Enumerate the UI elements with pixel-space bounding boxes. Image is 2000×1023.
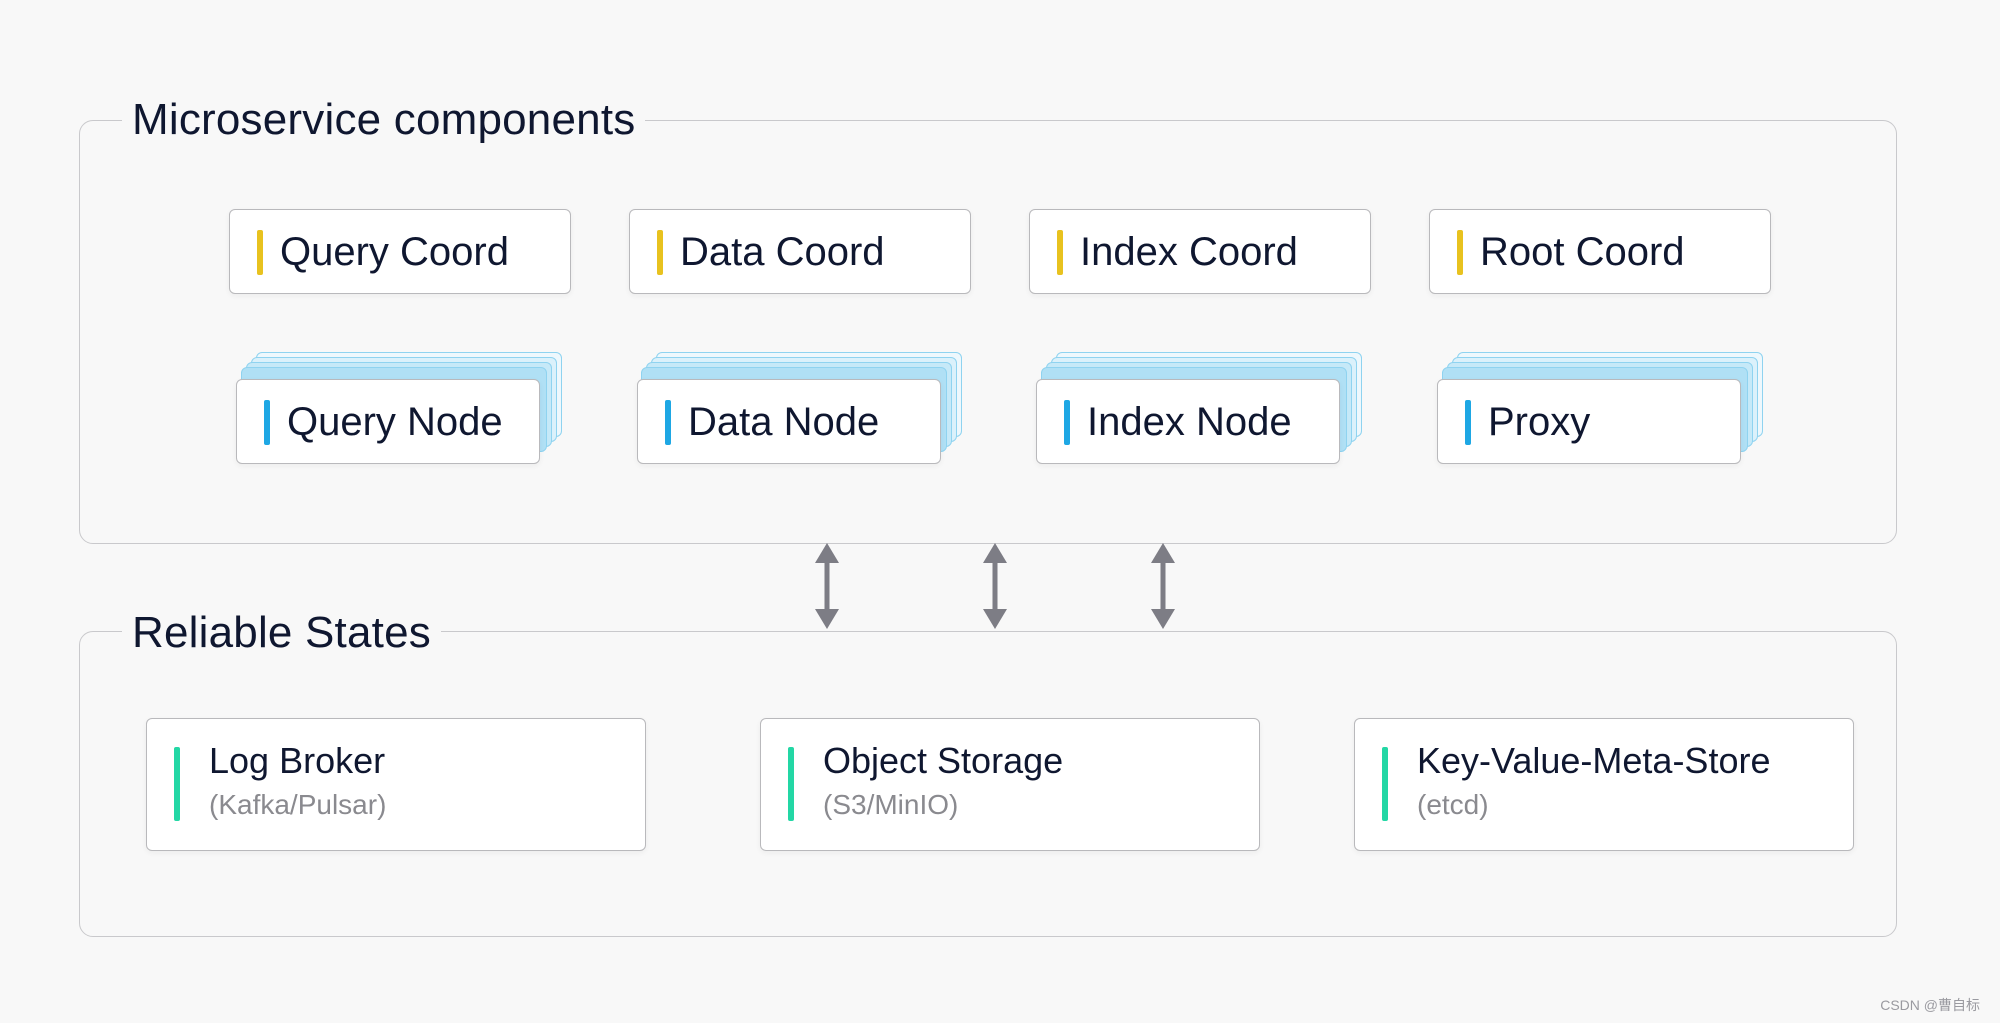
log-broker-title: Log Broker <box>209 740 386 781</box>
data-coord-label: Data Coord <box>680 230 885 274</box>
key-value-meta-store-title: Key-Value-Meta-Store <box>1417 740 1771 781</box>
data-node-card: Data Node <box>637 379 941 464</box>
log-broker-card: Log Broker (Kafka/Pulsar) <box>146 718 646 851</box>
reliable-states-group <box>79 631 1897 937</box>
index-coord-label: Index Coord <box>1080 230 1298 274</box>
root-coord-card: Root Coord <box>1429 209 1771 294</box>
coord-accent-bar <box>1457 230 1463 275</box>
bidirectional-arrow <box>983 543 1007 629</box>
node-accent-bar <box>1064 400 1070 445</box>
state-accent-bar <box>1382 747 1388 821</box>
object-storage-card: Object Storage (S3/MinIO) <box>760 718 1260 851</box>
microservice-components-title: Microservice components <box>122 93 646 147</box>
coord-accent-bar <box>657 230 663 275</box>
state-accent-bar <box>174 747 180 821</box>
microservice-components-group <box>79 120 1897 544</box>
watermark: CSDN @曹自标 <box>1880 997 1980 1013</box>
proxy-label: Proxy <box>1488 400 1591 444</box>
key-value-meta-store-card: Key-Value-Meta-Store (etcd) <box>1354 718 1854 851</box>
object-storage-title: Object Storage <box>823 740 1064 781</box>
state-accent-bar <box>788 747 794 821</box>
bidirectional-arrow <box>815 543 839 629</box>
proxy-card: Proxy <box>1437 379 1741 464</box>
node-accent-bar <box>264 400 270 445</box>
object-storage-subtitle: (S3/MinIO) <box>823 789 959 820</box>
index-node-card: Index Node <box>1036 379 1340 464</box>
data-coord-card: Data Coord <box>629 209 971 294</box>
query-coord-card: Query Coord <box>229 209 571 294</box>
query-node-label: Query Node <box>287 400 503 444</box>
reliable-states-title: Reliable States <box>122 606 441 660</box>
coord-accent-bar <box>257 230 263 275</box>
query-coord-label: Query Coord <box>280 230 509 274</box>
index-coord-card: Index Coord <box>1029 209 1371 294</box>
query-node-card: Query Node <box>236 379 540 464</box>
log-broker-subtitle: (Kafka/Pulsar) <box>209 789 387 820</box>
coord-accent-bar <box>1057 230 1063 275</box>
data-node-label: Data Node <box>688 400 880 444</box>
node-accent-bar <box>1465 400 1471 445</box>
index-node-label: Index Node <box>1087 400 1292 444</box>
node-accent-bar <box>665 400 671 445</box>
bidirectional-arrow <box>1151 543 1175 629</box>
key-value-meta-store-subtitle: (etcd) <box>1417 789 1489 820</box>
root-coord-label: Root Coord <box>1480 230 1685 274</box>
